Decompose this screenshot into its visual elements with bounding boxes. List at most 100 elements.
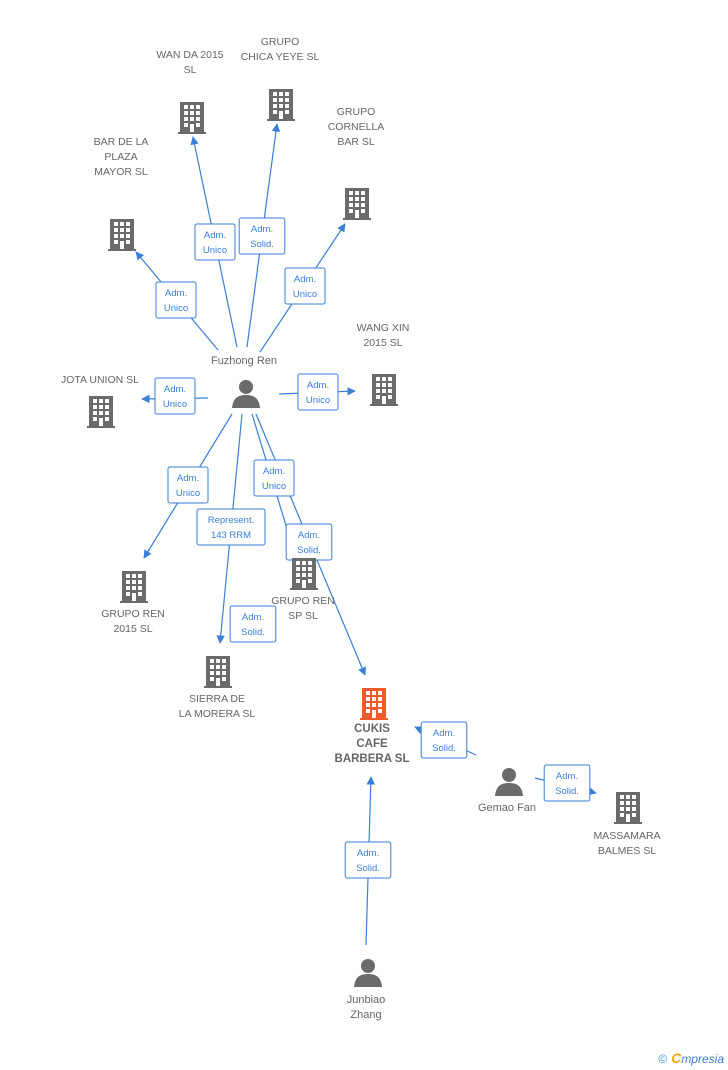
relation-label-sierra2[interactable]: Adm. Solid. [229,605,277,643]
relation-label-chica[interactable]: Adm. Solid. [238,217,286,255]
relation-label-text: Adm. [204,230,226,241]
company-node-sierra[interactable] [204,656,232,688]
relation-label-text: Solid. [356,863,380,874]
building-icon [614,792,642,824]
relation-label-text: Solid. [250,239,274,250]
relation-label-box [543,764,591,802]
relation-label-text: Solid. [555,786,579,797]
relation-label-text: Adm. [357,848,379,859]
person-name-fuzhong: Fuzhong Ren [211,355,277,367]
copyright-symbol: © [658,1052,668,1066]
relation-label-grensp[interactable]: Adm. Unico [253,459,295,497]
relation-label-text: 143 RRM [211,530,251,541]
building-icon [204,656,232,688]
building-icon [290,558,318,590]
relation-label-wanda[interactable]: Adm. Unico [194,223,236,261]
relation-label-box [167,466,209,504]
building-icon [360,688,388,720]
company-node-massamara[interactable] [614,792,642,824]
relation-label-cornella[interactable]: Adm. Unico [284,267,326,305]
relation-label-text: Adm. [251,224,273,235]
relation-label-box [253,459,295,497]
relation-label-text: Adm. [177,473,199,484]
relation-label-box [196,508,266,546]
relation-label-text: Adm. [242,612,264,623]
relation-label-text: Adm. [307,380,329,391]
relation-label-box [420,721,468,759]
relation-label-box [344,841,392,879]
person-icon [495,768,523,796]
company-node-wangxin[interactable] [370,374,398,406]
empresia-logo[interactable]: ©Cmpresia [658,1050,724,1066]
relation-label-text: Adm. [298,530,320,541]
relation-label-text: Unico [163,399,187,410]
relation-label-text: Represent. [208,515,254,526]
relation-label-box [194,223,236,261]
company-name-jota: JOTA UNION SL [61,374,139,386]
brand-name: mpresia [681,1052,724,1066]
company-node-grensp[interactable] [290,558,318,590]
person-node-junbiao[interactable] [354,959,382,987]
company-node-cornella[interactable] [343,188,371,220]
relation-label-text: Solid. [241,627,265,638]
relation-label-cukis-g[interactable]: Adm. Solid. [420,721,468,759]
building-icon [343,188,371,220]
relation-label-bar[interactable]: Adm.Unico [155,281,197,319]
relation-label-box [238,217,286,255]
company-node-bar[interactable] [108,219,136,251]
building-icon [108,219,136,251]
relation-label-text: Adm. [556,771,578,782]
relation-label-jota[interactable]: Adm. Unico [154,377,196,415]
person-node-gemao[interactable] [495,768,523,796]
person-node-fuzhong[interactable] [232,380,260,408]
relation-label-box [297,373,339,411]
building-icon [267,89,295,121]
relation-label-massamara[interactable]: Adm. Solid. [543,764,591,802]
relation-label-sierra[interactable]: Represent. 143 RRM [196,508,266,546]
building-icon [178,102,206,134]
relation-label-text: Solid. [432,743,456,754]
relation-label-text: Adm. [433,728,455,739]
relation-label-text: Adm. [294,274,316,285]
building-icon [370,374,398,406]
relation-label-box [284,267,326,305]
relation-label-cukis-j[interactable]: Adm. Solid. [344,841,392,879]
relation-label-text: Unico [176,488,200,499]
relation-label-text: Unico [293,289,317,300]
company-node-gren2015[interactable] [120,571,148,603]
company-node-chica[interactable] [267,89,295,121]
relation-label-text: Adm. [164,384,186,395]
relation-label-wangxin[interactable]: Adm. Unico [297,373,339,411]
relation-label-text: Unico [203,245,227,256]
person-icon [354,959,382,987]
person-name-gemao: Gemao Fan [478,802,536,814]
brand-first-letter: C [671,1050,682,1066]
relation-label-text: Unico [164,303,188,314]
relation-label-box [154,377,196,415]
company-node-wanda[interactable] [178,102,206,134]
relation-label-text: Unico [306,395,330,406]
relation-label-box [155,281,197,319]
relation-label-cukis-f[interactable]: Adm. Solid. [285,523,333,561]
company-node-jota[interactable] [87,396,115,428]
building-icon [87,396,115,428]
relation-label-gren2015[interactable]: Adm. Unico [167,466,209,504]
building-icon [120,571,148,603]
relation-label-text: Adm. [263,466,285,477]
company-node-cukis[interactable] [360,688,388,720]
relation-label-box [229,605,277,643]
person-icon [232,380,260,408]
relation-label-text: Unico [262,481,286,492]
relation-label-text: Solid. [297,545,321,556]
